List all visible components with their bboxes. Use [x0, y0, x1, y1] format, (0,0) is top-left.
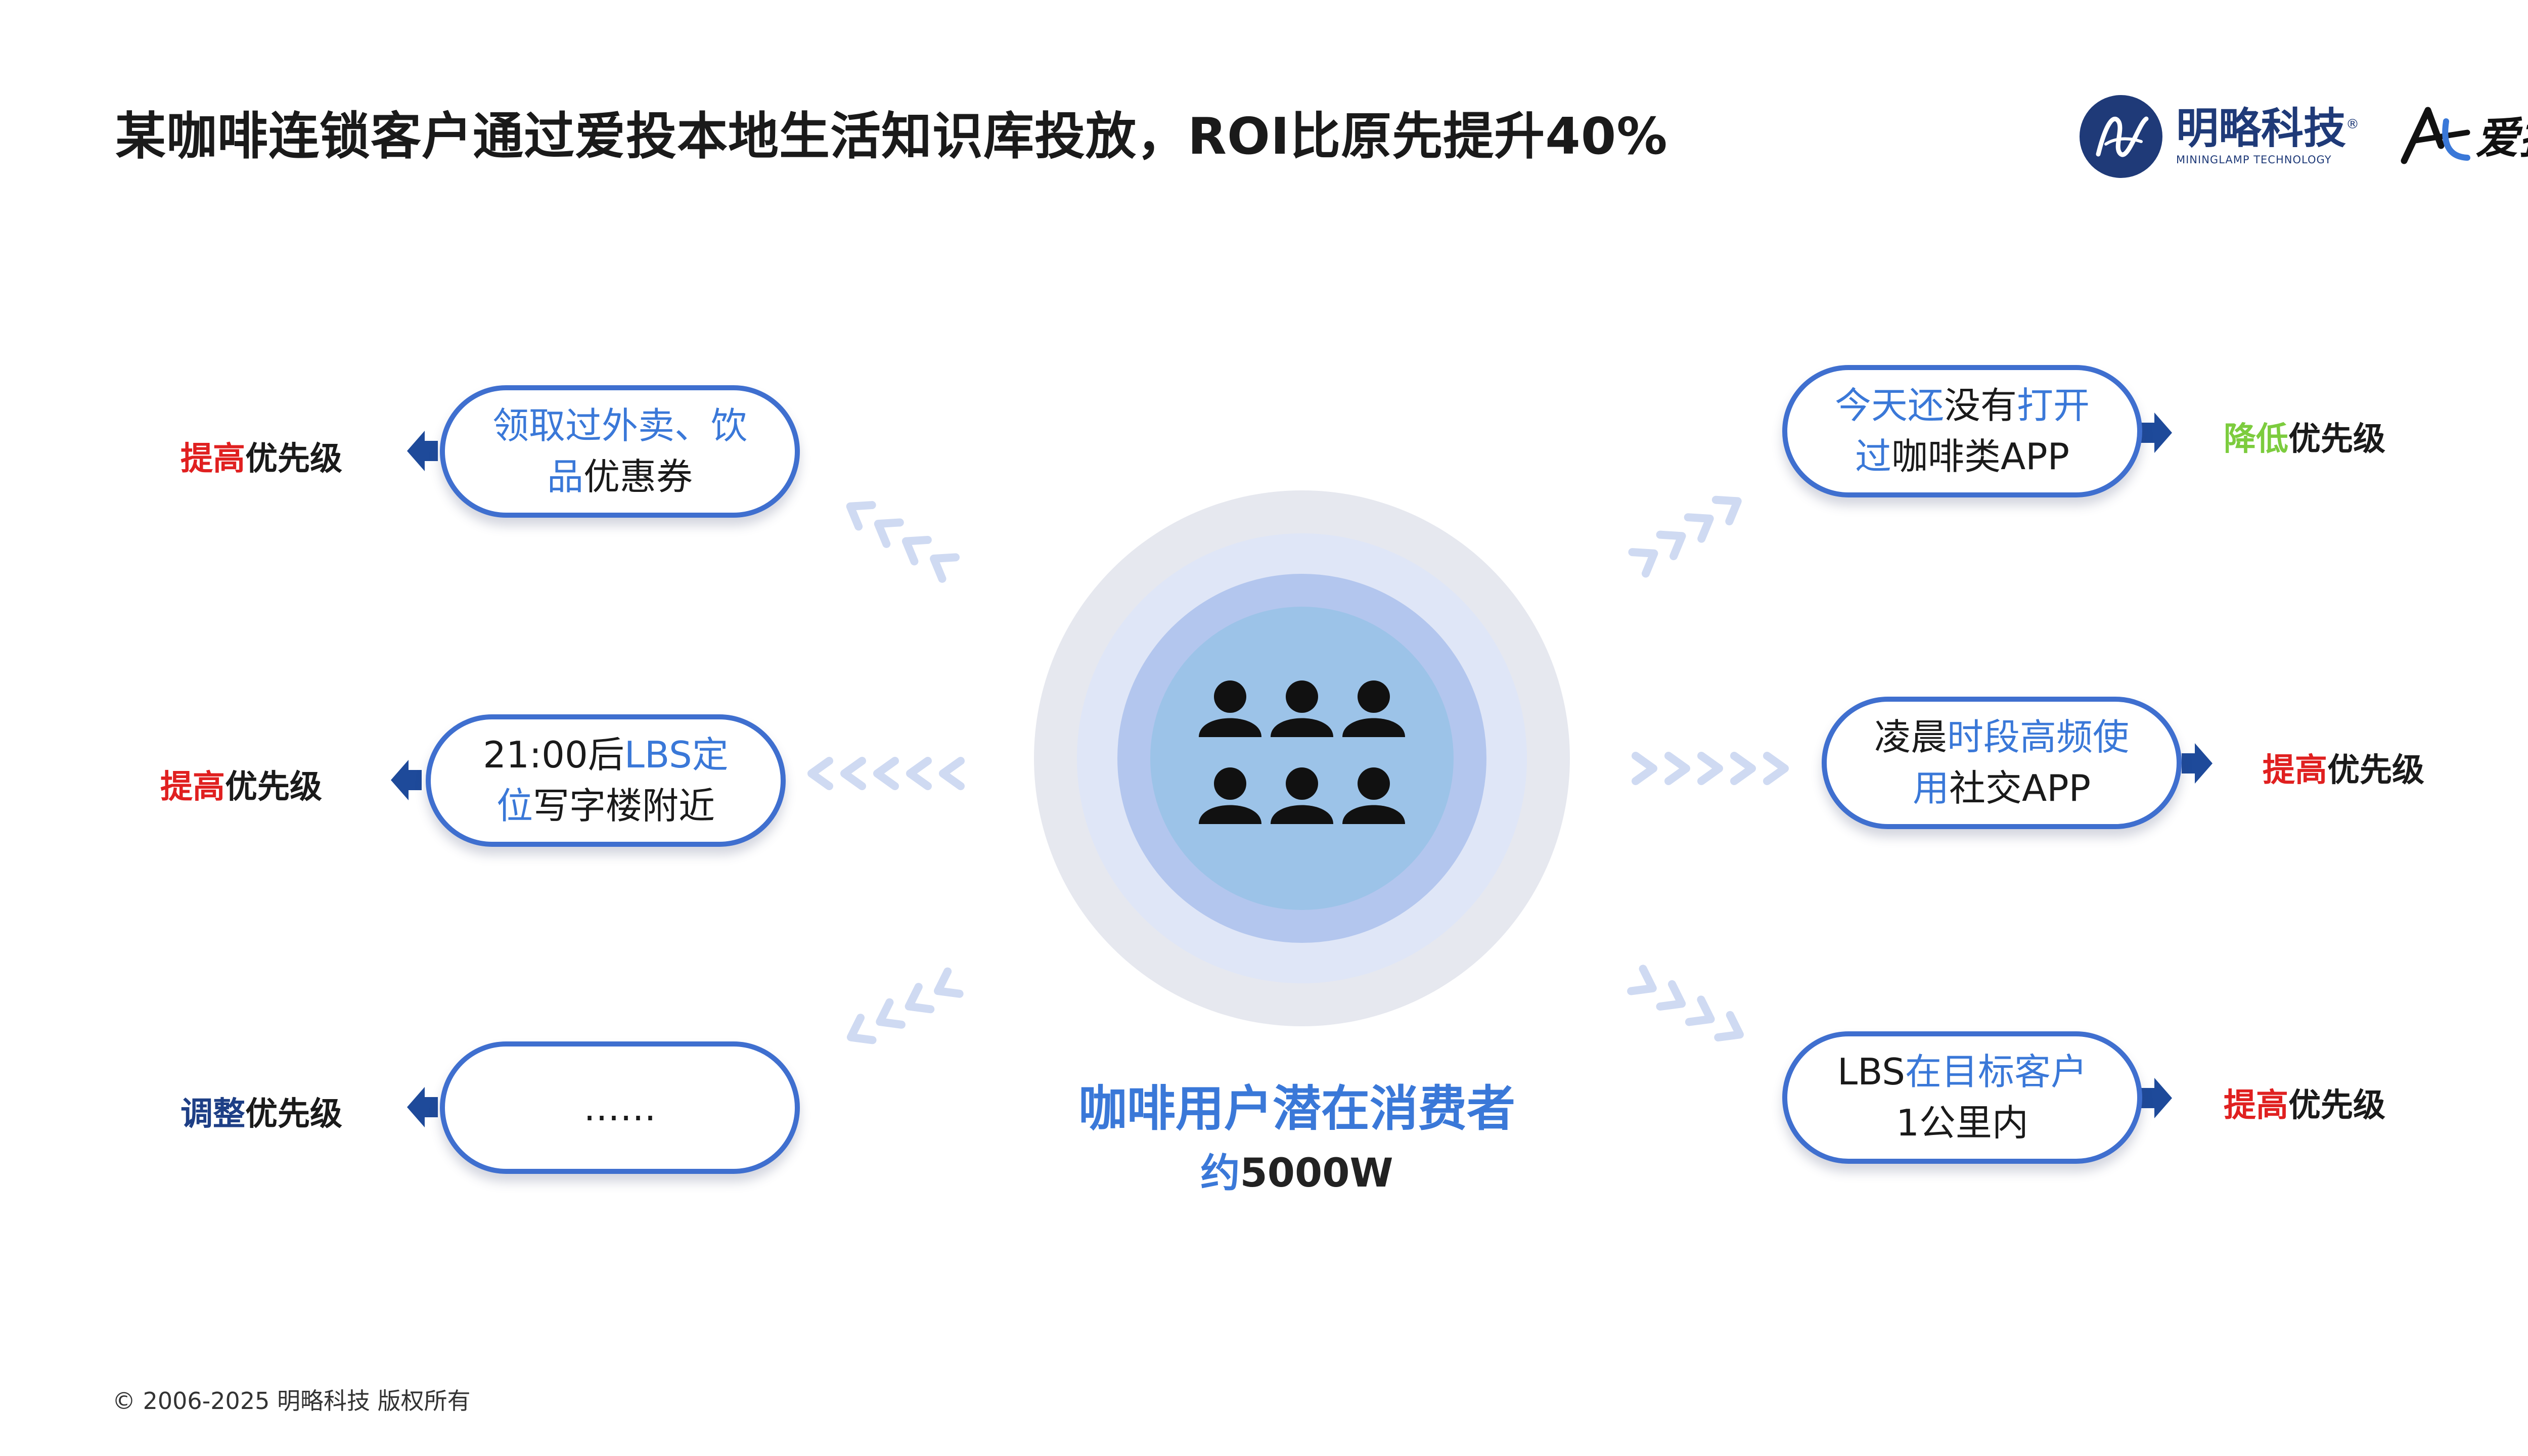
condition-pill-left-3: …… [440, 1041, 800, 1174]
pill-text: 写字楼附近 [533, 785, 715, 827]
chevrons-lower-left [846, 967, 964, 1044]
pill-text: 位 [496, 785, 533, 827]
company-subtitle: MININGLAMP TECHNOLOGY [2176, 154, 2332, 166]
pill-text: 优惠券 [583, 456, 693, 498]
priority-label-right-3: 提高优先级 [2224, 1079, 2385, 1126]
priority-action: 调整 [180, 1096, 245, 1133]
priority-word: 优先级 [245, 1096, 342, 1133]
pill-text: 打开 [2017, 384, 2090, 427]
aitou-emblem-icon [2401, 107, 2470, 164]
pill-text: 1公里内 [1896, 1102, 2028, 1144]
condition-pill-right-2: 凌晨时段高频使 用社交APP [1822, 697, 2182, 829]
arrow-left-1-icon [407, 431, 438, 471]
pill-text: 没有 [1944, 384, 2017, 427]
inner-circle [1150, 607, 1454, 910]
copyright-footer: © 2006-2025 明略科技 版权所有 [112, 1387, 471, 1415]
priority-label-left-1: 提高优先级 [180, 433, 342, 479]
pill-text: 品 [547, 456, 583, 498]
audience-title: 咖啡用户潜在消费者 [1078, 1080, 1515, 1137]
priority-label-right-2: 提高优先级 [2263, 744, 2424, 791]
arrow-right-3-icon [2141, 1078, 2172, 1118]
priority-label-left-3: 调整优先级 [180, 1088, 342, 1134]
audience-size: 约5000W [986, 1142, 1608, 1198]
arrow-right-2-icon [2182, 743, 2213, 784]
mininglamp-logo: 明略科技® MININGLAMP TECHNOLOGY [2078, 88, 2359, 185]
arrow-left-3-icon [407, 1087, 438, 1127]
pill-text: 凌晨 [1874, 716, 1947, 759]
priority-word: 优先级 [245, 440, 342, 478]
pill-text: …… [583, 1086, 656, 1129]
chevrons-upper-right [1628, 495, 1742, 578]
pill-text: 过 [1855, 435, 1891, 478]
condition-pill-right-3: LBS在目标客户 1公里内 [1782, 1031, 2142, 1164]
priority-action: 提高 [180, 440, 245, 478]
chevrons-left-middle [807, 757, 965, 790]
company-name: 明略科技 [2176, 104, 2346, 153]
condition-pill-left-2: 21:00后LBS定 位写字楼附近 [426, 714, 786, 847]
pill-text: 今天还 [1834, 384, 1944, 427]
arrow-right-1-icon [2141, 413, 2172, 453]
priority-action: 提高 [160, 768, 225, 806]
priority-action: 提高 [2224, 1087, 2288, 1124]
slide-title: 某咖啡连锁客户通过爱投本地生活知识库投放，ROI比原先提升40% [115, 107, 1668, 166]
chevrons-upper-left [846, 501, 960, 583]
pill-text: 时段高频使 [1947, 716, 2130, 759]
audience-label: 咖啡用户潜在消费者 约5000W [986, 1069, 1608, 1198]
mininglamp-emblem-icon [2080, 95, 2162, 178]
condition-pill-left-1: 领取过外卖、饮 品优惠券 [440, 385, 800, 518]
chevrons-right-middle [1632, 752, 1789, 785]
product-name: 爱投 [2475, 113, 2528, 164]
pill-text: LBS定 [624, 734, 729, 777]
registered-mark: ® [2346, 117, 2360, 132]
arrow-left-2-icon [391, 760, 422, 800]
priority-action: 降低 [2224, 421, 2288, 458]
pill-text: LBS [1837, 1051, 1905, 1094]
pill-text: 21:00后 [483, 734, 624, 777]
pill-text: 用 [1912, 767, 1949, 809]
condition-pill-right-1: 今天还没有打开 过咖啡类APP [1782, 365, 2142, 497]
priority-action: 提高 [2263, 752, 2327, 789]
priority-word: 优先级 [2288, 1087, 2385, 1124]
people-group-icon [1199, 680, 1405, 824]
priority-label-right-1: 降低优先级 [2224, 413, 2385, 460]
pill-text: 在目标客户 [1905, 1051, 2087, 1094]
pill-text: 领取过外卖、饮 [492, 404, 747, 447]
audience-size-value: 5000W [1240, 1151, 1393, 1196]
priority-label-left-2: 提高优先级 [160, 761, 322, 807]
priority-word: 优先级 [225, 768, 322, 806]
aitou-logo: 爱投 [2397, 96, 2528, 172]
priority-word: 优先级 [2327, 752, 2424, 789]
priority-word: 优先级 [2288, 421, 2385, 458]
audience-size-prefix: 约 [1200, 1151, 1240, 1196]
chevrons-lower-right [1627, 965, 1744, 1041]
pill-text: 社交APP [1949, 767, 2091, 809]
pill-text: 咖啡类APP [1891, 435, 2070, 478]
